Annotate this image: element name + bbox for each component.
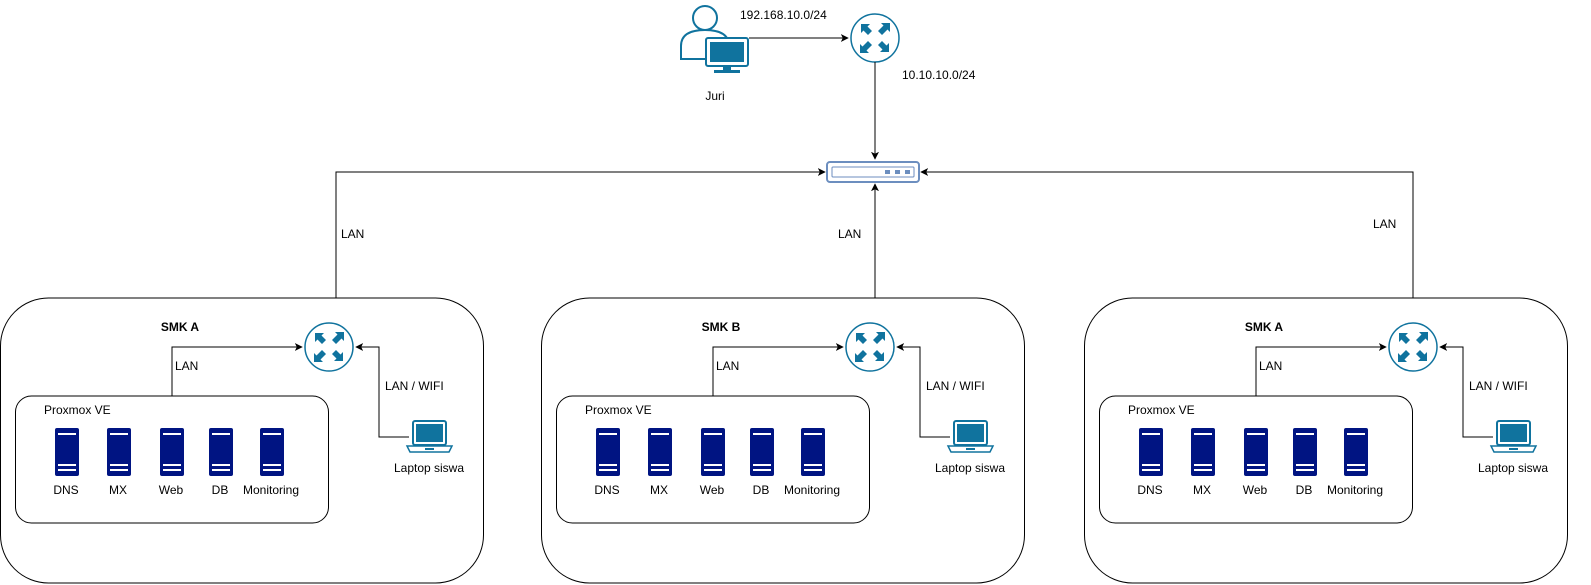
server-icon: [701, 428, 725, 476]
site-1-uplink-label: LAN: [341, 227, 364, 241]
sites: SMK A Proxmox VE DNS MX Web DB Monitoring LAN LA…: [0, 297, 1568, 584]
server-label: MX: [109, 483, 127, 497]
core-network-label: 10.10.10.0/24: [902, 68, 976, 82]
server-label: DNS: [53, 483, 78, 497]
server-label: MX: [650, 483, 668, 497]
server-db: [750, 428, 774, 476]
site-3-uplink: [920, 168, 1414, 322]
core-switch: [826, 161, 920, 183]
server-label: Monitoring: [784, 483, 840, 497]
server-icon: [801, 428, 825, 476]
laptop-router-link: [1439, 343, 1493, 438]
wifi-label: LAN / WIFI: [926, 379, 985, 393]
site-name: SMK B: [702, 320, 741, 334]
server-icon: [1191, 428, 1215, 476]
server-mx: [1191, 428, 1215, 476]
juri-label: Juri: [705, 89, 724, 103]
server-icon: [1293, 428, 1317, 476]
server-monitoring: [801, 428, 825, 476]
site-router: [1388, 322, 1438, 372]
site-router: [304, 322, 354, 372]
server-dns: [55, 428, 79, 476]
site-name: SMK A: [161, 320, 200, 334]
laptop: [947, 420, 994, 453]
site-3-uplink-label: LAN: [1373, 217, 1396, 231]
proxmox-router-link: [1255, 343, 1387, 396]
server-mx: [648, 428, 672, 476]
laptop-icon: [406, 420, 453, 453]
server-db: [209, 428, 233, 476]
server-label: MX: [1193, 483, 1211, 497]
server-monitoring: [1344, 428, 1368, 476]
switch-icon: [826, 161, 920, 183]
server-icon: [160, 428, 184, 476]
laptop: [1490, 420, 1537, 453]
site-group-3: SMK A Proxmox VE DNS MX Web DB Monitoring LAN LA…: [1084, 297, 1568, 584]
laptop-label: Laptop siswa: [394, 461, 464, 475]
wifi-label: LAN / WIFI: [385, 379, 444, 393]
site-router: [845, 322, 895, 372]
server-mx: [107, 428, 131, 476]
laptop-router-link: [355, 343, 409, 438]
laptop: [406, 420, 453, 453]
laptop-label: Laptop siswa: [935, 461, 1005, 475]
server-icon: [209, 428, 233, 476]
lan-label: LAN: [716, 359, 739, 373]
server-icon: [107, 428, 131, 476]
proxmox-label: Proxmox VE: [1128, 403, 1195, 417]
proxmox-router-link: [712, 343, 844, 396]
server-web: [701, 428, 725, 476]
site-group-2: SMK B Proxmox VE DNS MX Web DB Monitoring LAN LA…: [541, 297, 1025, 584]
server-dns: [596, 428, 620, 476]
wifi-label: LAN / WIFI: [1469, 379, 1528, 393]
server-icon: [55, 428, 79, 476]
server-web: [160, 428, 184, 476]
laptop-router-link: [896, 343, 950, 438]
site-1-uplink: [335, 168, 826, 322]
server-web: [1244, 428, 1268, 476]
laptop-label: Laptop siswa: [1478, 461, 1548, 475]
server-icon: [596, 428, 620, 476]
juri-workstation: Juri: [680, 5, 749, 103]
router-icon: [850, 13, 900, 63]
server-label: Monitoring: [243, 483, 299, 497]
server-label: DB: [212, 483, 229, 497]
server-dns: [1139, 428, 1163, 476]
server-label: Web: [1243, 483, 1268, 497]
server-label: Web: [159, 483, 184, 497]
server-label: DB: [1296, 483, 1313, 497]
laptop-icon: [1490, 420, 1537, 453]
site-2-uplink-label: LAN: [838, 227, 861, 241]
server-icon: [1344, 428, 1368, 476]
router-icon: [304, 322, 354, 372]
proxmox-label: Proxmox VE: [44, 403, 111, 417]
lan-label: LAN: [1259, 359, 1282, 373]
laptop-icon: [947, 420, 994, 453]
server-icon: [648, 428, 672, 476]
server-icon: [260, 428, 284, 476]
server-label: Monitoring: [1327, 483, 1383, 497]
core-router: [850, 13, 900, 63]
site-group-1: SMK A Proxmox VE DNS MX Web DB Monitoring LAN LA…: [0, 297, 484, 584]
server-icon: [750, 428, 774, 476]
server-icon: [1139, 428, 1163, 476]
server-label: Web: [700, 483, 725, 497]
server-monitoring: [260, 428, 284, 476]
server-label: DNS: [594, 483, 619, 497]
user-workstation-icon: [680, 5, 749, 73]
proxmox-label: Proxmox VE: [585, 403, 652, 417]
router-icon: [1388, 322, 1438, 372]
juri-network-label: 192.168.10.0/24: [740, 8, 827, 22]
server-icon: [1244, 428, 1268, 476]
server-label: DNS: [1137, 483, 1162, 497]
site-name: SMK A: [1245, 320, 1284, 334]
lan-label: LAN: [175, 359, 198, 373]
router-icon: [845, 322, 895, 372]
server-label: DB: [753, 483, 770, 497]
proxmox-router-link: [171, 343, 303, 396]
server-db: [1293, 428, 1317, 476]
